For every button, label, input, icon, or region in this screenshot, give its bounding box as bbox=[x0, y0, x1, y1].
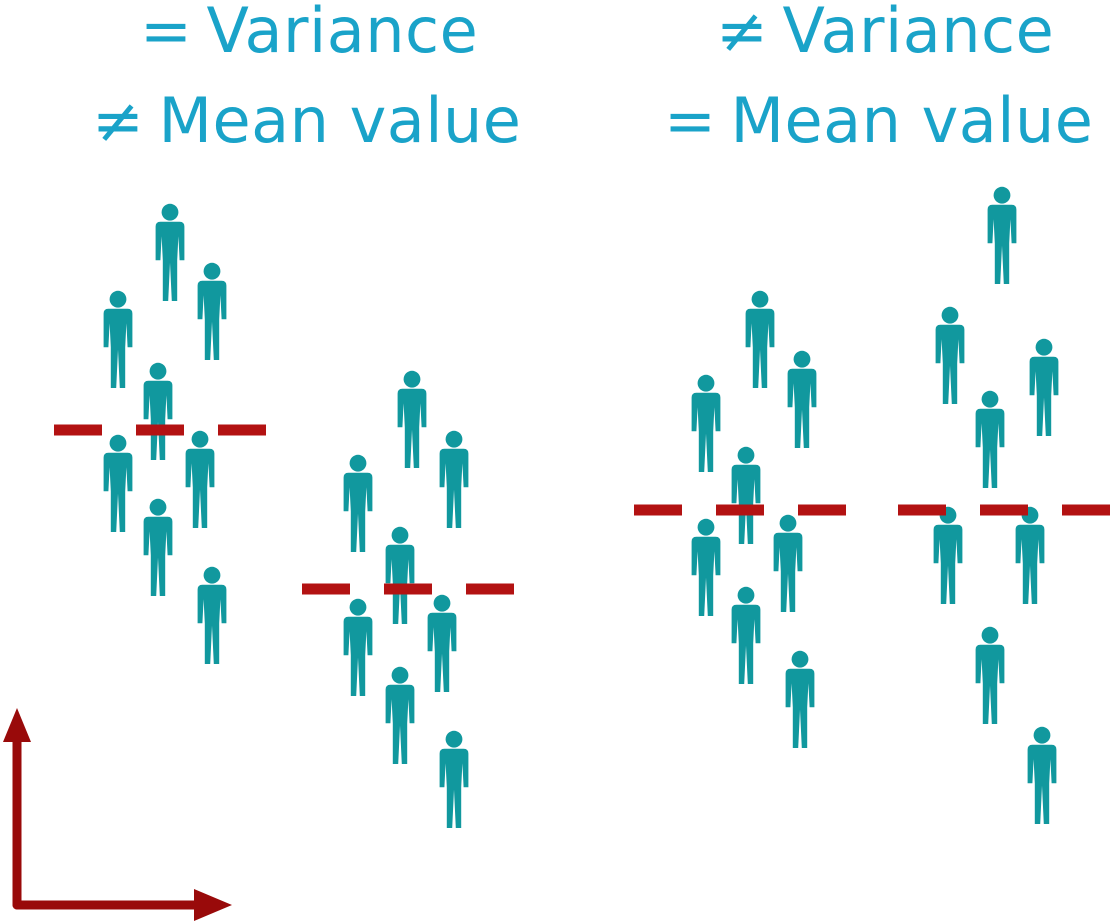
left-variance-label: =Variance bbox=[140, 0, 478, 62]
variance-text: Variance bbox=[206, 0, 479, 67]
person-icon bbox=[439, 430, 469, 528]
person-icon bbox=[427, 594, 457, 692]
variance-text: Variance bbox=[782, 0, 1055, 67]
mean-text: Mean value bbox=[158, 84, 522, 157]
axis-arrows-icon bbox=[3, 708, 232, 921]
person-icon bbox=[987, 186, 1017, 284]
person-icon bbox=[745, 290, 775, 388]
person-icon bbox=[975, 626, 1005, 724]
person-icon bbox=[143, 362, 173, 460]
person-icon bbox=[197, 566, 227, 664]
person-icon bbox=[691, 518, 721, 616]
person-icon bbox=[397, 370, 427, 468]
mean-text: Mean value bbox=[730, 84, 1094, 157]
person-icon bbox=[731, 446, 761, 544]
person-icon bbox=[731, 586, 761, 684]
right-variance-label: ≠Variance bbox=[716, 0, 1054, 62]
person-icon bbox=[185, 430, 215, 528]
not-equal-sign: ≠ bbox=[92, 84, 145, 157]
person-icon bbox=[103, 434, 133, 532]
person-icon bbox=[197, 262, 227, 360]
person-icon bbox=[933, 506, 963, 604]
person-icon bbox=[143, 498, 173, 596]
person-icon bbox=[439, 730, 469, 828]
person-icon bbox=[103, 290, 133, 388]
right-mean-label: =Mean value bbox=[664, 90, 1093, 152]
person-icon bbox=[691, 374, 721, 472]
person-icon bbox=[773, 514, 803, 612]
person-icon bbox=[935, 306, 965, 404]
person-icon bbox=[1015, 506, 1045, 604]
person-icon bbox=[385, 666, 415, 764]
person-icon bbox=[787, 350, 817, 448]
person-icon bbox=[385, 526, 415, 624]
left-mean-label: ≠Mean value bbox=[92, 90, 521, 152]
person-icon bbox=[1027, 726, 1057, 824]
person-icon bbox=[155, 203, 185, 301]
person-icon bbox=[343, 598, 373, 696]
person-icon bbox=[975, 390, 1005, 488]
not-equal-sign: ≠ bbox=[716, 0, 769, 67]
person-icon bbox=[1029, 338, 1059, 436]
equal-sign: = bbox=[140, 0, 193, 67]
person-icon bbox=[343, 454, 373, 552]
equal-sign: = bbox=[664, 84, 717, 157]
person-icon bbox=[785, 650, 815, 748]
